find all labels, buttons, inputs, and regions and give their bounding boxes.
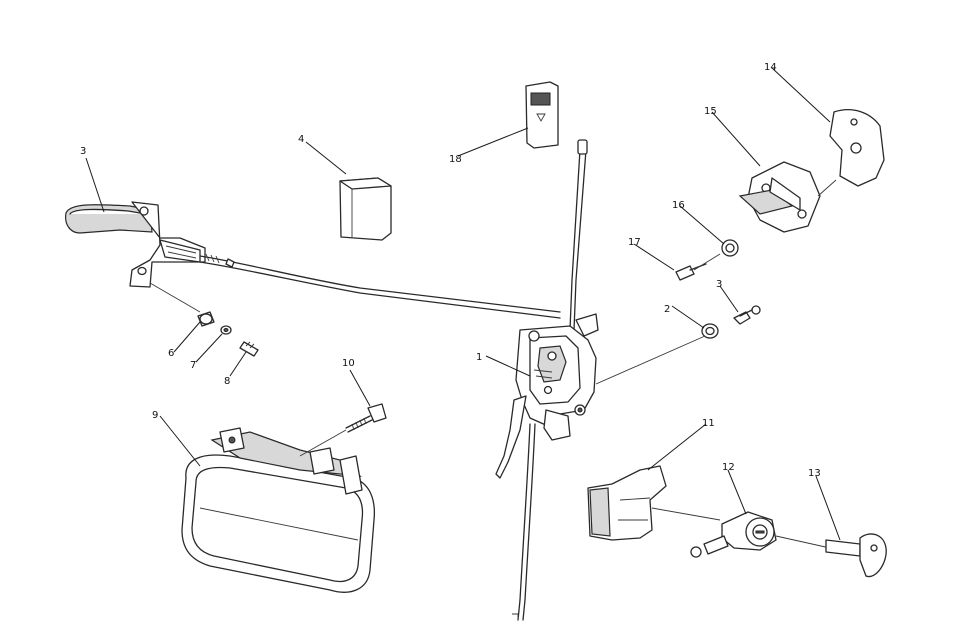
leader-lines <box>85 67 841 541</box>
callout-14: 14 <box>764 62 777 73</box>
callout-17: 17 <box>628 237 641 248</box>
callout-9: 9 <box>152 410 158 421</box>
callout-4: 4 <box>298 134 304 145</box>
callout-11: 11 <box>702 418 715 429</box>
outside-door-handle <box>181 427 376 593</box>
warning-tag <box>525 81 559 149</box>
callout-13: 13 <box>808 468 821 479</box>
mounting-axis-line-2 <box>693 253 721 271</box>
callout-18: 18 <box>449 154 462 165</box>
lock-rod-lower <box>512 423 536 621</box>
bolt-3 <box>733 305 761 325</box>
callout-12: 12 <box>722 462 735 473</box>
callout-15: 15 <box>704 106 717 117</box>
door-striker <box>738 161 837 233</box>
washer-7 <box>220 325 232 335</box>
mounting-axis-line-1 <box>595 335 706 385</box>
callout-8: 8 <box>224 376 230 387</box>
striker-plate <box>829 109 885 187</box>
callout-numbers: 3 4 18 14 15 16 17 3 2 1 6 7 8 10 9 11 1… <box>80 62 821 479</box>
screw-8 <box>239 341 259 357</box>
callout-10: 10 <box>342 358 355 369</box>
door-latch-assembly <box>495 313 599 479</box>
cover-block <box>339 177 392 241</box>
callout-3-right: 3 <box>716 279 722 290</box>
release-cable <box>199 253 561 319</box>
inner-door-handle <box>65 201 206 288</box>
lock-cylinder <box>690 511 777 558</box>
callout-6: 6 <box>168 348 174 359</box>
door-key <box>775 533 887 578</box>
callout-16: 16 <box>672 200 685 211</box>
washer-2 <box>701 323 719 339</box>
callout-2: 2 <box>664 304 670 315</box>
callout-1: 1 <box>476 352 482 363</box>
callout-7: 7 <box>190 360 196 371</box>
lock-cylinder-bracket <box>587 465 667 541</box>
spacer-16 <box>721 239 739 257</box>
mounting-axis-line-3 <box>149 282 201 313</box>
screw-17 <box>675 263 707 281</box>
screw-10 <box>345 403 387 433</box>
callout-3-left: 3 <box>80 146 86 157</box>
mounting-axis-line-4 <box>651 507 721 521</box>
grommet-6 <box>197 311 215 327</box>
lock-rod-upper <box>569 139 588 331</box>
